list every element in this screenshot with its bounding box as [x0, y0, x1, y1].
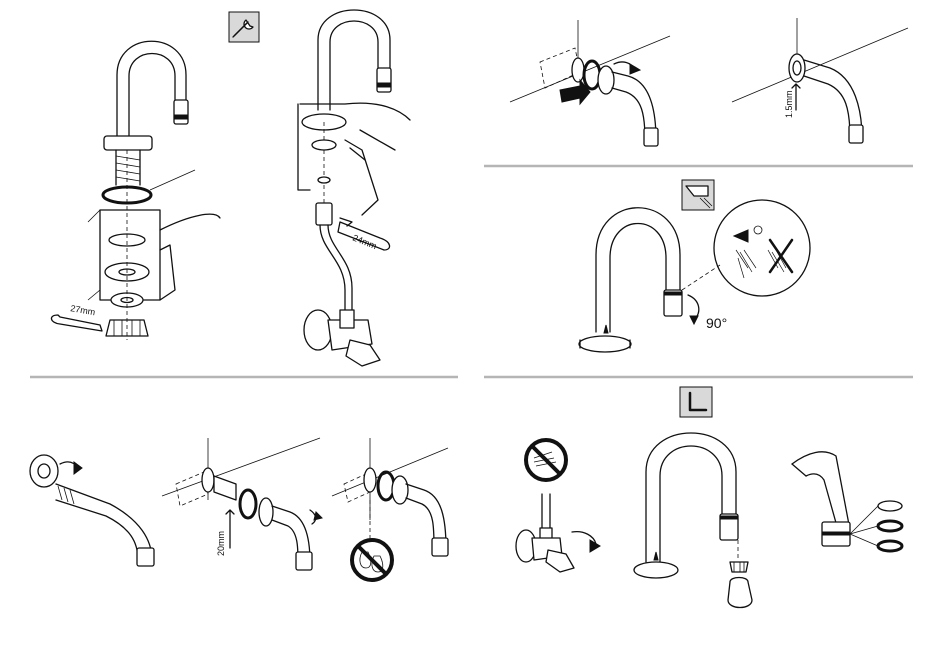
wrench-icon — [229, 12, 259, 42]
panel-wall-spout-gap: 1.5mm — [732, 18, 908, 143]
panel-wall-spout-mount — [510, 20, 670, 146]
panel-shutoff-valve — [516, 440, 600, 572]
hex-key-icon — [680, 387, 712, 417]
panel-deck-mount-connection: 24mm — [298, 10, 410, 366]
rotation-label-90: 90° — [706, 315, 727, 331]
wrench-size-label-27: 27mm — [70, 303, 96, 317]
panel-aerator-removal — [634, 387, 752, 608]
panel-spray-rotation: 90° — [579, 180, 810, 352]
panel-wall-spout-assembly — [30, 455, 154, 566]
depth-label-20mm: 20mm — [216, 531, 226, 556]
no-drip-icon — [352, 540, 392, 580]
spray-icon — [682, 180, 714, 210]
panel-aerator-parts — [792, 452, 902, 551]
panel-deck-mount-exploded: 27mm — [51, 12, 259, 340]
panel-wall-depth-20mm: 20mm — [162, 438, 322, 570]
no-water-icon — [526, 440, 566, 480]
panel-wall-spout-no-drip — [332, 438, 448, 580]
gap-label-1-5mm: 1.5mm — [784, 90, 794, 118]
